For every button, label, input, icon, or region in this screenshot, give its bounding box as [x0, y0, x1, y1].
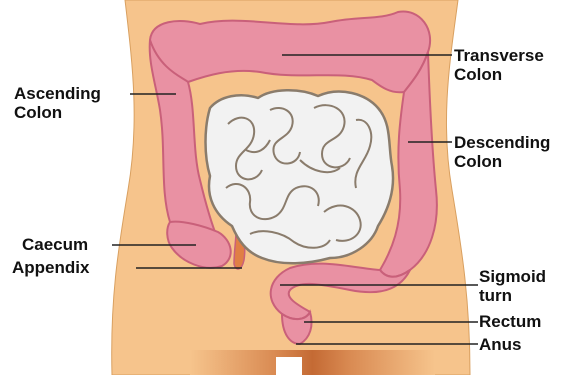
label-sigmoid-line2: turn — [479, 286, 512, 305]
label-descending-line1: Descending — [454, 133, 550, 152]
label-ascending-line2: Colon — [14, 103, 62, 122]
pelvis-shadow — [190, 350, 435, 375]
label-transverse-line1: Transverse — [454, 46, 544, 65]
pelvis-gap — [276, 357, 302, 375]
label-ascending-line1: Ascending — [14, 84, 101, 103]
label-descending-line2: Colon — [454, 152, 502, 171]
label-appendix: Appendix — [12, 258, 90, 277]
label-rectum: Rectum — [479, 312, 541, 331]
label-sigmoid-line1: Sigmoid — [479, 267, 546, 286]
label-anus: Anus — [479, 335, 522, 354]
label-transverse-line2: Colon — [454, 65, 502, 84]
label-caecum: Caecum — [22, 235, 88, 254]
